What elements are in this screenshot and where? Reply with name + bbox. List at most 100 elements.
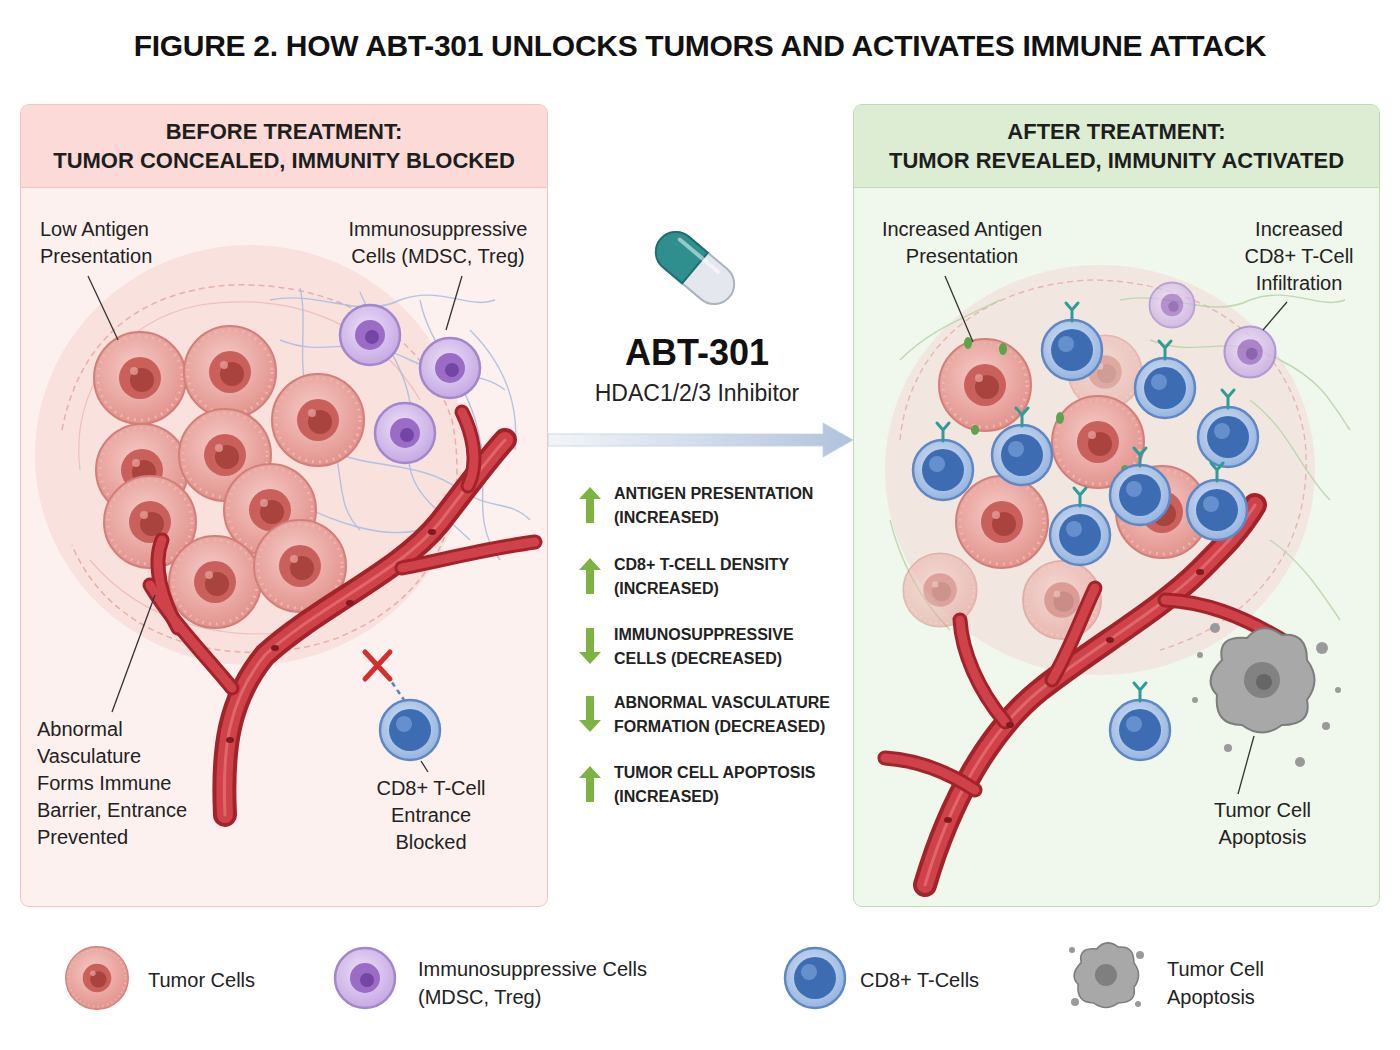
antigen-marker: [999, 343, 1007, 355]
panel-heading: BEFORE TREATMENT:: [33, 117, 535, 146]
legend-text: Immunosuppressive Cells (MDSC, Treg): [418, 955, 678, 1011]
blocked-entry: [365, 652, 404, 700]
callout-label: Tumor Cell Apoptosis: [1200, 797, 1325, 851]
t-cell: [1134, 683, 1146, 701]
t-cell: [1135, 358, 1195, 418]
t-cell: [1042, 320, 1102, 380]
tumor-halo: [35, 245, 465, 665]
leader-line: [1263, 302, 1287, 330]
t-cell: [380, 700, 440, 760]
apoptotic-cell: [1316, 642, 1328, 654]
callout-label: Increased Antigen Presentation: [872, 216, 1052, 270]
t-cell: [1222, 390, 1234, 408]
callout-label: Immunosuppressive Cells (MDSC, Treg): [338, 216, 538, 270]
figure-title: FIGURE 2. HOW ABT-301 UNLOCKS TUMORS AND…: [0, 27, 1400, 65]
t-cell: [1110, 700, 1170, 760]
immunosuppressive-cells: [1149, 282, 1194, 327]
drug-name: ABT-301: [572, 332, 822, 374]
legend-icon: [1074, 943, 1138, 1008]
callout-label: CD8+ T-Cell Entrance Blocked: [366, 775, 496, 856]
leader-line: [88, 276, 462, 772]
effect-arrow: [579, 628, 601, 664]
t-cell: [1066, 303, 1078, 321]
treatment-arrow: [548, 423, 853, 457]
blood-vessel: [346, 600, 354, 606]
blood-vessel: [226, 737, 234, 743]
tumor-halo: [900, 280, 1306, 650]
callout-label: Abnormal Vasculature Forms Immune Barrie…: [37, 716, 195, 851]
t-cell: [937, 423, 949, 441]
immunosuppressive-cells: [340, 305, 480, 463]
tumor-cells: [956, 476, 1048, 568]
effect-label: IMMUNOSUPPRESSIVE CELLS (DECREASED): [614, 623, 840, 671]
tumor-halo: [62, 284, 457, 651]
leader-line: [945, 276, 973, 342]
leader-line: [421, 761, 428, 772]
tumor-halo: [885, 265, 1315, 675]
legend-icon: [1135, 1001, 1141, 1007]
blood-vessel: [150, 412, 535, 688]
stroma-fibers: [890, 295, 1350, 630]
drug-capsule: [680, 240, 718, 272]
effect-label: CD8+ T-CELL DENSITY (INCREASED): [614, 553, 840, 601]
blood-vessel: [150, 412, 535, 815]
tumor-cells: [169, 536, 261, 628]
legend-icon: [1069, 947, 1075, 953]
callout-label: Low Antigen Presentation: [40, 216, 180, 270]
blood-vessel: [224, 440, 505, 815]
effect-label: ANTIGEN PRESENTATION (INCREASED): [614, 482, 840, 530]
apoptotic-cell: [1295, 757, 1305, 767]
immunosuppressive-cells: [420, 338, 480, 398]
blood-vessel: [925, 505, 1255, 885]
apoptotic-cell: [1210, 623, 1220, 633]
panel-heading: TUMOR REVEALED, IMMUNITY ACTIVATED: [866, 146, 1367, 175]
blood-vessel: [224, 440, 505, 815]
t-cell: [1134, 448, 1146, 466]
immunosuppressive-cells: [375, 403, 435, 463]
apoptotic-cell: [1210, 628, 1314, 732]
antigen-marker: [1056, 412, 1064, 424]
tumor-cells: [94, 326, 364, 628]
legend-icon: [785, 948, 845, 1008]
leader-line: [945, 276, 1287, 794]
blood-vessel: [944, 817, 952, 823]
blood-vessel: [925, 505, 1255, 885]
t-cell: [1187, 480, 1247, 540]
antigen-marker: [971, 425, 979, 435]
tumor-cells: [939, 339, 1031, 431]
drug-capsule: [648, 224, 743, 312]
t-cell: [1016, 408, 1028, 426]
effect-label: ABNORMAL VASCULATURE FORMATION (DECREASE…: [614, 691, 840, 739]
apoptotic-cell: [1335, 687, 1341, 693]
immunosuppressive-cells: [1224, 326, 1275, 377]
panel-header: AFTER TREATMENT:TUMOR REVEALED, IMMUNITY…: [854, 105, 1379, 188]
legend-icon: [1095, 964, 1117, 986]
blood-vessel: [428, 529, 436, 535]
effect-arrow: [579, 696, 601, 732]
tumor-cells: [94, 332, 186, 424]
leader-line: [446, 276, 462, 330]
stroma-fibers: [270, 295, 495, 307]
blocked-entry: [365, 652, 390, 679]
t-cell: [1074, 488, 1086, 506]
drug-class: HDAC1/2/3 Inhibitor: [547, 378, 847, 408]
t-cell: [1050, 505, 1110, 565]
antigen-marker: [964, 337, 972, 349]
drug-capsule: [648, 224, 743, 312]
legend-icon: [335, 948, 395, 1008]
legend-text: Tumor Cells: [148, 966, 298, 994]
apoptotic-cell: [1192, 697, 1198, 703]
t-cell: [913, 440, 973, 500]
legend-text: CD8+ T-Cells: [860, 966, 1010, 994]
blood-vessel: [925, 505, 1255, 885]
blood-vessel: [1006, 722, 1014, 728]
t-cell: [1198, 407, 1258, 467]
blood-vessel: [150, 412, 535, 688]
blood-vessel: [271, 645, 279, 651]
tumor-halo: [885, 265, 1315, 675]
legend-icon: [1136, 951, 1144, 959]
tumor-halo: [35, 245, 465, 665]
legend-icon: [1071, 998, 1079, 1006]
apoptotic-cell: [1224, 744, 1232, 752]
